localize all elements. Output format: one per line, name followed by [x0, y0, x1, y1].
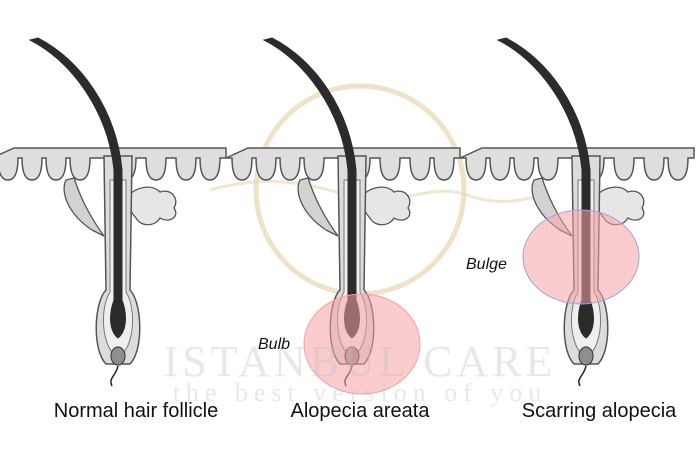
caption-scarring-alopecia: Scarring alopecia	[521, 400, 677, 422]
watermark-tagline: the best version of you	[172, 378, 548, 407]
bulge-label: Bulge	[466, 256, 507, 273]
caption-normal: Normal hair follicle	[53, 400, 219, 422]
watermark-brand: ISTANBUL CARE	[163, 337, 557, 386]
bulb-label: Bulb	[258, 336, 291, 353]
panel-normal	[0, 37, 227, 387]
bulb-highlight	[303, 293, 421, 395]
bulge-highlight	[522, 209, 640, 305]
caption-alopecia-areata: Alopecia areata	[290, 400, 430, 422]
